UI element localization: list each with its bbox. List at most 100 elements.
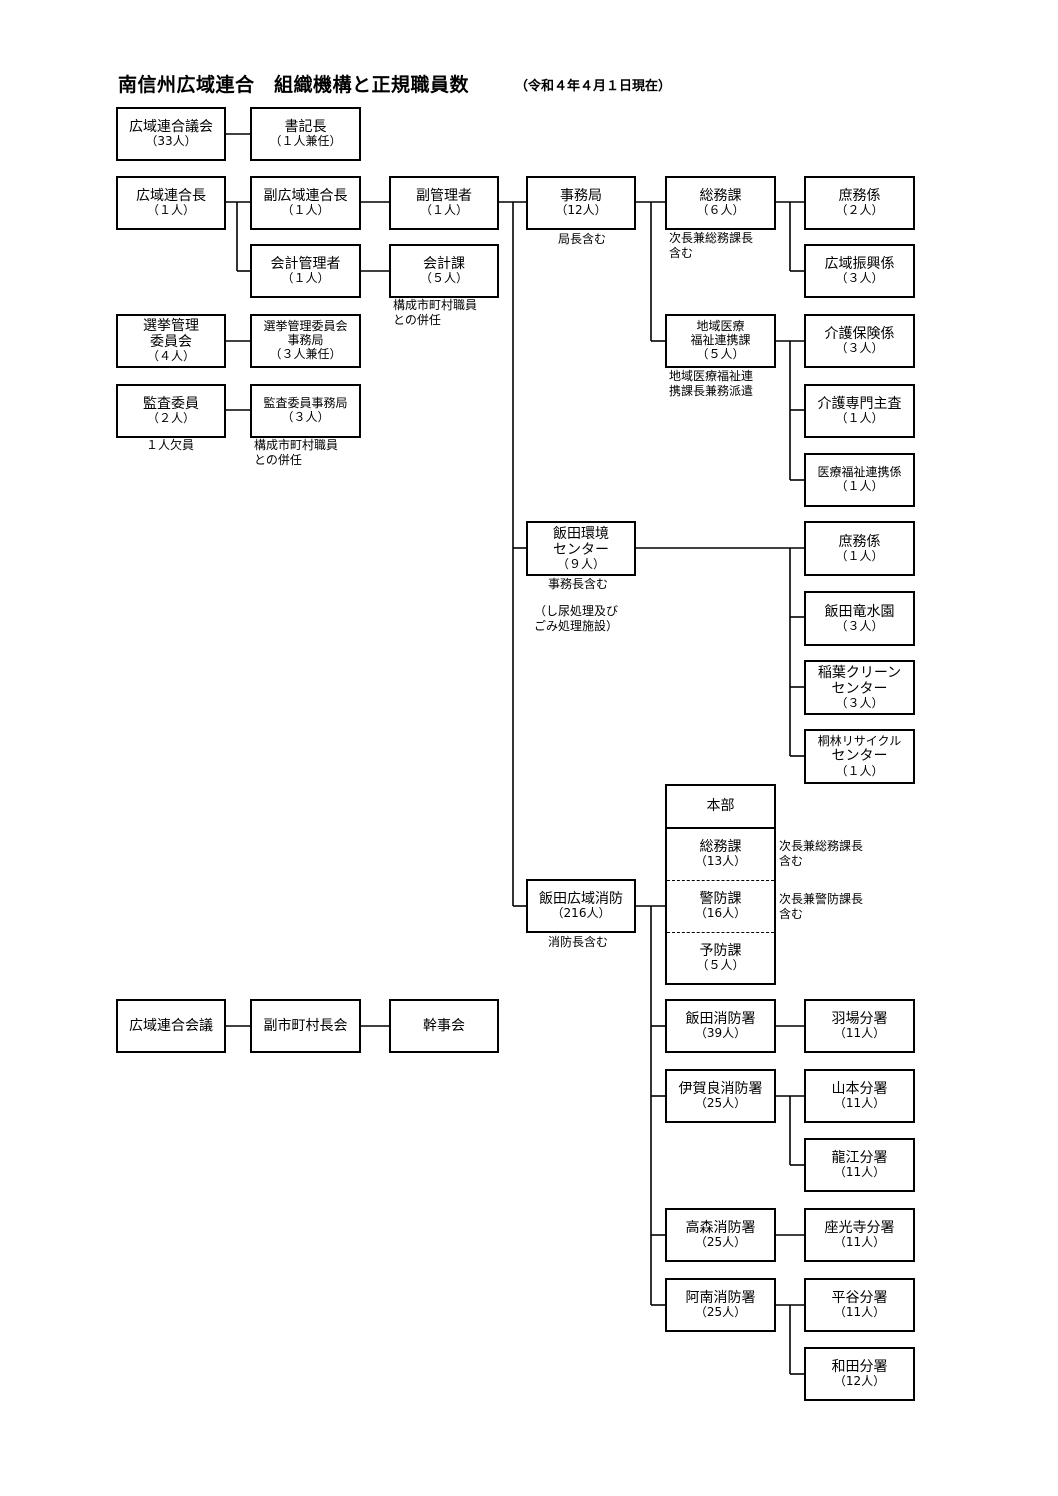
box-count: （３人） <box>281 410 330 424</box>
box-count: （25人） <box>694 1096 747 1111</box>
page-title: 南信州広域連合 組織機構と正規職員数 <box>118 74 470 96</box>
box-title-1: 桐林リサイクル <box>817 733 902 748</box>
hq-divider <box>667 880 774 881</box>
box-count: （３人） <box>835 695 884 710</box>
box-yamamoto: 山本分署 （11人） <box>804 1069 915 1123</box>
box-shobo-honbu: 本部 総務課 （13人） 警防課 （16人） 予防課 （５人） <box>665 784 776 985</box>
box-wada: 和田分署 （12人） <box>804 1347 915 1401</box>
box-count: （９人） <box>556 556 605 571</box>
hq-divider <box>667 827 774 829</box>
box-kansa-jimukyoku: 監査委員事務局 （３人） <box>250 384 361 438</box>
box-count: （１人） <box>835 411 884 426</box>
box-count: （11人） <box>833 1026 886 1041</box>
note-kansa-jimukyoku: 構成市町村職員 との併任 <box>254 438 339 467</box>
box-count: （３人） <box>835 618 884 633</box>
box-title: 警防課 <box>699 891 742 908</box>
box-count: （１人） <box>419 203 468 218</box>
box-fuku-shichoson: 副市町村長会 <box>250 999 361 1053</box>
box-shomu-2: 庶務係 （１人） <box>804 521 915 576</box>
box-count: （11人） <box>833 1305 886 1320</box>
box-rengocho: 広域連合長 （１人） <box>116 176 226 230</box>
box-count: （25人） <box>694 1235 747 1250</box>
note-hq-keibo: 次長兼警防課長 含む <box>779 892 864 921</box>
box-shobo: 飯田広域消防 （216人） <box>526 879 636 933</box>
box-title: 総務課 <box>699 839 742 856</box>
box-title: 高森消防署 <box>685 1220 756 1237</box>
box-title: 伊賀良消防署 <box>678 1081 763 1098</box>
box-count: （11人） <box>833 1235 886 1250</box>
box-count: （３人） <box>835 341 884 356</box>
note-kansa-iin: １人欠員 <box>146 438 195 452</box>
box-kaigo-senmon: 介護専門主査 （１人） <box>804 384 915 438</box>
box-title: 飯田広域消防 <box>539 891 623 908</box>
note-somuka: 次長兼総務課長 含む <box>669 231 754 260</box>
note-kankyo-center: 事務長含む <box>548 577 609 591</box>
hq-divider <box>667 932 774 933</box>
box-title: 介護保険係 <box>824 326 895 343</box>
box-hiraya: 平谷分署 （11人） <box>804 1278 915 1332</box>
box-title: 本部 <box>706 798 735 815</box>
box-anan-shobosho: 阿南消防署 （25人） <box>665 1278 776 1332</box>
box-count: （39人） <box>694 1026 747 1041</box>
box-title: 広域連合長 <box>136 188 206 205</box>
box-iryo-fukushi-kakari: 医療福祉連携係 （１人） <box>804 453 915 507</box>
box-somuka: 総務課 （６人） <box>665 176 776 230</box>
box-title: 監査委員事務局 <box>263 396 348 411</box>
box-count: （５人） <box>419 271 468 286</box>
box-title-1: 飯田環境 <box>553 525 609 542</box>
box-title-2: 事務局 <box>287 333 324 348</box>
box-title-1: 地域医療 <box>696 319 745 334</box>
box-title: 会計課 <box>423 256 465 273</box>
box-title-2: 福祉連携課 <box>690 333 751 348</box>
box-senkyo-iinkai: 選挙管理 委員会 （４人） <box>116 314 226 368</box>
box-title: 座光寺分署 <box>824 1220 895 1237</box>
note-kaikeika: 構成市町村職員 との併任 <box>393 298 478 327</box>
box-count: （12人） <box>833 1374 886 1389</box>
box-igara-shobosho: 伊賀良消防署 （25人） <box>665 1069 776 1123</box>
box-title-1: 選挙管理委員会 <box>263 319 348 334</box>
box-title: 広域連合議会 <box>129 119 213 136</box>
note-jimukyoku: 局長含む <box>558 232 607 246</box>
box-title: 広域振興係 <box>824 256 895 273</box>
note-shobo: 消防長含む <box>548 935 609 949</box>
box-count: （５人） <box>696 346 745 361</box>
box-count: （１人） <box>835 479 884 493</box>
box-count: （１人） <box>835 548 884 563</box>
box-title: 医療福祉連携係 <box>817 465 902 480</box>
box-gikai: 広域連合議会 （33人） <box>116 107 226 161</box>
box-title: 庶務係 <box>838 533 881 550</box>
box-count: （１人） <box>146 203 195 218</box>
box-count: （１人） <box>281 271 330 286</box>
box-title-2: センター <box>553 541 609 558</box>
box-title-2: センター <box>831 680 888 697</box>
box-jimukyoku: 事務局 （12人） <box>526 176 636 230</box>
box-count: （１人） <box>281 203 330 218</box>
box-count: （11人） <box>833 1165 886 1180</box>
box-kaikeika: 会計課 （５人） <box>389 244 499 298</box>
box-title: 介護専門主査 <box>817 396 902 413</box>
box-title-1: 選挙管理 <box>143 318 199 334</box>
box-kansa-iin: 監査委員 （２人） <box>116 384 226 438</box>
box-title: 副管理者 <box>416 188 472 205</box>
box-haba: 羽場分署 （11人） <box>804 999 915 1053</box>
note-hq-somu: 次長兼総務課長 含む <box>779 839 864 868</box>
box-zakoji: 座光寺分署 （11人） <box>804 1208 915 1262</box>
hq-somu: 総務課 （13人） <box>667 829 774 879</box>
box-count: （25人） <box>694 1305 747 1320</box>
box-title-2: 委員会 <box>150 334 192 351</box>
box-count: （３人） <box>835 271 884 286</box>
hq-yobo: 予防課 （５人） <box>667 933 774 983</box>
box-kaikei-kanrisha: 会計管理者 （１人） <box>250 244 361 298</box>
box-iryo-fukushi: 地域医療 福祉連携課 （５人） <box>665 314 776 368</box>
hq-honbu: 本部 <box>667 786 774 827</box>
box-count: （11人） <box>833 1096 886 1111</box>
box-title: 山本分署 <box>831 1081 888 1098</box>
box-count: （16人） <box>694 906 747 921</box>
box-count: （12人） <box>555 203 607 218</box>
box-chikusuien: 飯田竜水園 （３人） <box>804 591 915 646</box>
box-title: 和田分署 <box>831 1359 888 1376</box>
note-kankyo-facility: （し尿処理及び ごみ処理施設） <box>534 604 619 633</box>
box-title: 広域連合会議 <box>129 1017 213 1034</box>
box-count: （216人） <box>551 906 611 921</box>
